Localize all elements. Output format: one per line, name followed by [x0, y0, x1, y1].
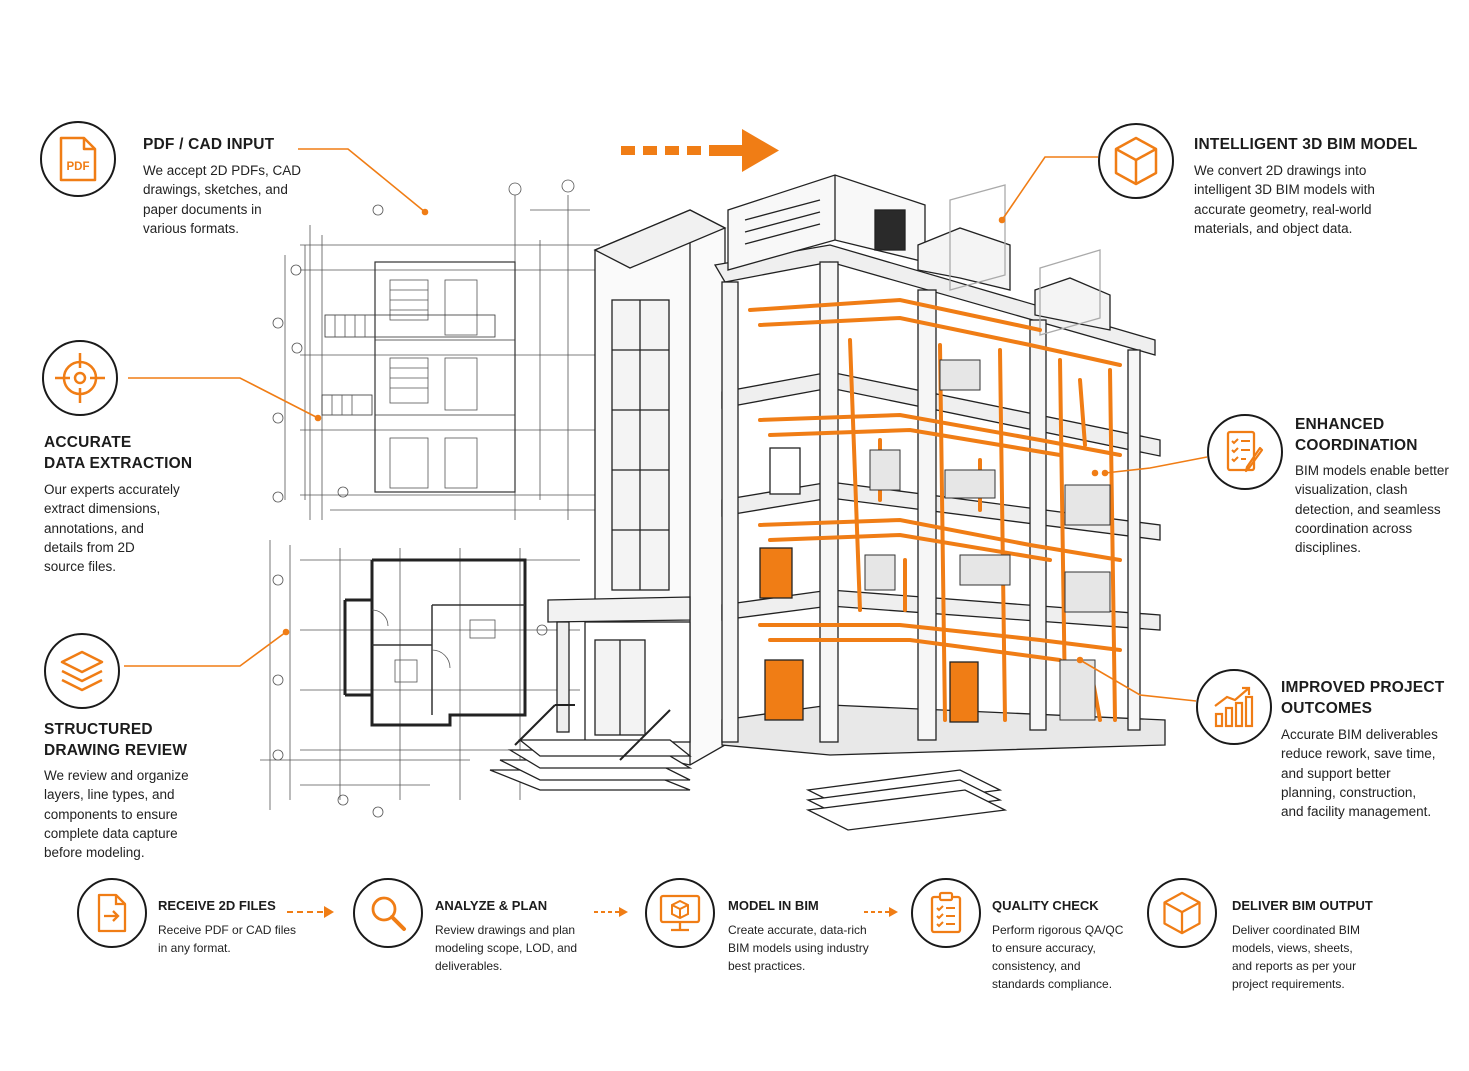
step-deliver-desc: Deliver coordinated BIM models, views, s… [1232, 923, 1361, 991]
step-receive-title: RECEIVE 2D FILES [158, 898, 276, 913]
callout-connectors [124, 148, 1208, 702]
coordination-desc: BIM models enable better visualization, … [1295, 463, 1449, 556]
pdf-input-desc: We accept 2D PDFs, CAD drawings, sketche… [143, 163, 302, 236]
outcomes-desc: Accurate BIM deliverables reduce rework,… [1281, 727, 1438, 820]
coordination-circle [1207, 414, 1283, 490]
file-import-icon [97, 893, 127, 933]
extraction-title: ACCURATE DATA EXTRACTION [44, 434, 193, 472]
layers-icon [60, 650, 104, 692]
step-receive-desc: Receive PDF or CAD files in any format. [158, 923, 297, 955]
outcomes-circle [1196, 669, 1272, 745]
step-quality-circle [911, 878, 981, 948]
mep-pipes [748, 297, 1122, 722]
pdf-badge-text: PDF [67, 161, 90, 173]
conversion-arrow [621, 129, 779, 172]
bim-model-desc: We convert 2D drawings into intelligent … [1194, 163, 1375, 236]
step-model-desc: Create accurate, data-rich BIM models us… [728, 923, 869, 973]
2d-elevation-drawing [272, 179, 600, 520]
checklist-pen-icon [1226, 430, 1264, 473]
step-model-circle [645, 878, 715, 948]
pdf-input-title: PDF / CAD INPUT [143, 136, 275, 153]
growth-chart-icon [1214, 686, 1254, 728]
review-desc: We review and organize layers, line type… [44, 768, 189, 861]
step-analyze-desc: Review drawings and plan modeling scope,… [435, 923, 578, 973]
step-receive-circle [77, 878, 147, 948]
clipboard-check-icon [930, 891, 962, 934]
extraction-circle [42, 340, 118, 416]
mechanical-equipment [864, 359, 1111, 721]
magnifier-icon [371, 896, 406, 931]
bim-model-title: INTELLIGENT 3D BIM MODEL [1194, 136, 1418, 153]
monitor-cube-icon [659, 894, 701, 932]
review-title: STRUCTURED DRAWING REVIEW [44, 721, 188, 759]
outcomes-title: IMPROVED PROJECT OUTCOMES [1281, 679, 1445, 717]
review-circle [44, 633, 120, 709]
3d-bim-building [489, 174, 1166, 831]
step-deliver-circle [1147, 878, 1217, 948]
bim-model-circle [1098, 123, 1174, 199]
step-quality-title: QUALITY CHECK [992, 898, 1099, 913]
extraction-desc: Our experts accurately extract dimension… [44, 482, 180, 575]
cube-icon [1163, 891, 1201, 935]
step-analyze-title: ANALYZE & PLAN [435, 898, 548, 913]
step-model-title: MODEL IN BIM [728, 898, 819, 913]
pdf-input-circle: PDF [40, 121, 116, 197]
step-analyze-circle [353, 878, 423, 948]
coordination-title: ENHANCED COORDINATION [1295, 416, 1418, 454]
2d-floor-plan-drawing [260, 540, 580, 818]
step-deliver-title: DELIVER BIM OUTPUT [1232, 898, 1373, 913]
cube-icon [1114, 136, 1158, 186]
process-arrows [287, 906, 898, 918]
pdf-file-icon: PDF [59, 136, 97, 182]
step-quality-desc: Perform rigorous QA/QC to ensure accurac… [992, 923, 1124, 991]
target-crosshair-icon [55, 353, 105, 403]
